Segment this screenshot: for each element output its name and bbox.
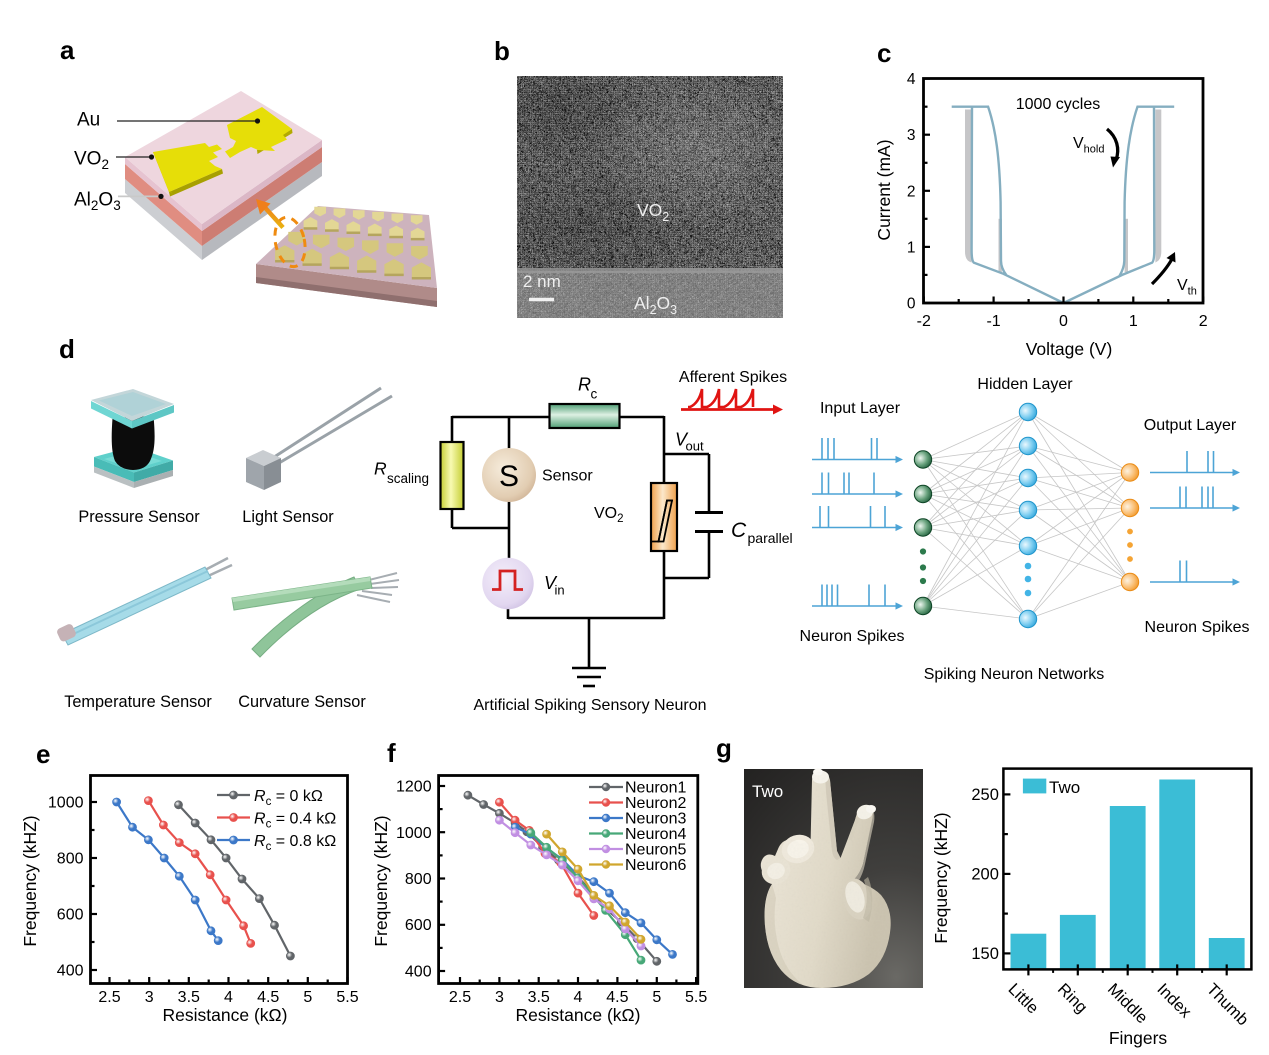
svg-text:Hidden Layer: Hidden Layer [977,376,1073,393]
svg-text:1000: 1000 [396,825,432,842]
svg-text:Neuron3: Neuron3 [625,811,686,828]
svg-text:V: V [544,573,558,593]
svg-text:Neuron2: Neuron2 [625,795,686,812]
svg-text:Neuron Spikes: Neuron Spikes [1145,619,1250,636]
svg-text:2: 2 [1199,313,1208,330]
svg-text:g: g [716,733,732,763]
svg-text:4: 4 [574,989,583,1006]
svg-text:5: 5 [303,989,312,1006]
svg-text:b: b [494,36,510,66]
svg-text:c: c [877,38,891,68]
svg-text:600: 600 [405,917,432,934]
svg-text:e: e [36,739,50,769]
svg-text:5: 5 [652,989,661,1006]
svg-text:3.5: 3.5 [178,989,200,1006]
svg-text:2.5: 2.5 [98,989,120,1006]
svg-text:Neuron Spikes: Neuron Spikes [800,628,905,645]
svg-text:2: 2 [907,183,916,200]
svg-text:4.5: 4.5 [257,989,279,1006]
svg-text:d: d [59,334,75,364]
svg-text:1000: 1000 [48,795,84,812]
svg-text:f: f [387,738,396,768]
svg-text:150: 150 [971,945,999,963]
svg-text:Spiking Neuron Networks: Spiking Neuron Networks [924,666,1105,683]
svg-text:Neuron5: Neuron5 [625,842,686,859]
svg-text:250: 250 [971,786,999,804]
svg-text:V: V [675,430,689,450]
svg-text:Voltage (V): Voltage (V) [1026,339,1113,359]
svg-text:800: 800 [405,871,432,888]
svg-text:Frequency (kHZ): Frequency (kHZ) [20,815,40,946]
svg-text:Al2O3: Al2O3 [74,190,121,214]
svg-text:400: 400 [57,963,84,980]
svg-text:Neuron4: Neuron4 [625,826,686,843]
svg-text:out: out [686,439,704,454]
svg-text:1: 1 [907,239,916,256]
svg-text:parallel: parallel [748,530,793,546]
svg-text:R: R [374,459,387,479]
svg-text:5.5: 5.5 [685,989,707,1006]
svg-text:3: 3 [907,127,916,144]
svg-text:Temperature Sensor: Temperature Sensor [64,693,212,711]
svg-text:4.5: 4.5 [606,989,628,1006]
svg-text:in: in [555,583,565,598]
svg-text:Frequency (kHZ): Frequency (kHZ) [371,815,391,946]
svg-text:400: 400 [405,964,432,981]
svg-text:Rc = 0.4 kΩ: Rc = 0.4 kΩ [254,811,336,831]
svg-text:Input Layer: Input Layer [820,400,901,417]
svg-text:Afferent Spikes: Afferent Spikes [679,369,787,386]
svg-text:Two: Two [1049,778,1080,797]
svg-text:C: C [731,519,747,542]
svg-text:Au: Au [77,110,100,131]
svg-text:-2: -2 [917,313,931,330]
svg-text:Fingers: Fingers [1109,1028,1168,1048]
svg-text:Artificial Spiking Sensory Neu: Artificial Spiking Sensory Neuron [474,697,707,714]
svg-text:Sensor: Sensor [542,468,593,485]
svg-text:Resistance (kΩ): Resistance (kΩ) [516,1005,641,1025]
svg-text:R: R [578,375,591,395]
svg-text:800: 800 [57,851,84,868]
svg-text:Pressure Sensor: Pressure Sensor [78,508,200,526]
svg-text:0: 0 [907,296,916,313]
svg-text:VO2: VO2 [74,149,109,173]
svg-text:Rc = 0 kΩ: Rc = 0 kΩ [254,788,323,808]
svg-text:1: 1 [1129,313,1138,330]
svg-text:3.5: 3.5 [528,989,550,1006]
svg-text:4: 4 [907,71,916,88]
svg-text:Neuron1: Neuron1 [625,780,686,797]
svg-text:2 nm: 2 nm [523,272,561,291]
svg-text:Curvature Sensor: Curvature Sensor [238,693,366,711]
svg-text:Rc = 0.8 kΩ: Rc = 0.8 kΩ [254,833,336,853]
svg-text:Output Layer: Output Layer [1144,417,1237,434]
svg-text:VO2: VO2 [594,505,624,525]
svg-text:4: 4 [224,989,233,1006]
svg-text:1200: 1200 [396,779,432,796]
svg-text:1000 cycles: 1000 cycles [1016,96,1101,113]
svg-text:2.5: 2.5 [449,989,471,1006]
svg-text:a: a [60,35,75,65]
svg-text:3: 3 [495,989,504,1006]
svg-text:200: 200 [971,865,999,883]
svg-text:Resistance (kΩ): Resistance (kΩ) [163,1005,288,1025]
svg-text:Two: Two [752,782,783,801]
svg-text:Neuron6: Neuron6 [625,857,686,874]
svg-text:c: c [591,387,598,402]
svg-text:600: 600 [57,907,84,924]
svg-text:3: 3 [145,989,154,1006]
svg-text:Frequency (kHZ): Frequency (kHZ) [931,812,951,943]
svg-text:Current (mA): Current (mA) [874,139,894,240]
svg-text:S: S [499,460,519,493]
svg-text:-1: -1 [986,313,1000,330]
svg-text:5.5: 5.5 [336,989,358,1006]
svg-text:Light Sensor: Light Sensor [242,508,334,526]
svg-text:0: 0 [1059,313,1068,330]
svg-text:scaling: scaling [387,471,429,486]
